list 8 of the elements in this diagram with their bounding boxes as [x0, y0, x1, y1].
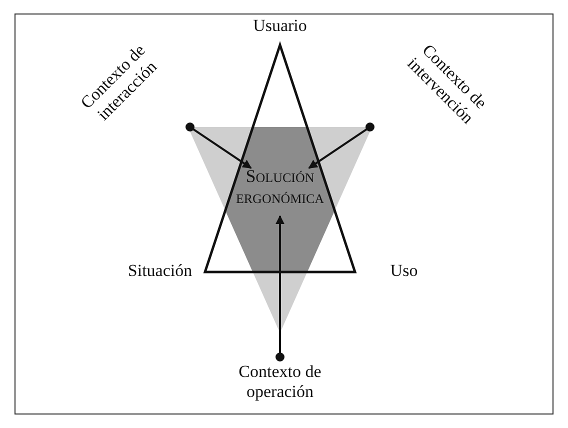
vertex-label: Situación	[126, 261, 194, 281]
arrow	[276, 215, 284, 362]
arrow	[186, 122, 252, 169]
context-label: Contexto de operación	[215, 362, 345, 402]
vertex-label: Uso	[389, 261, 419, 281]
center-label: Solución ergonómica	[228, 166, 332, 208]
arrow	[308, 122, 374, 169]
vertex-label: Usuario	[252, 16, 308, 36]
